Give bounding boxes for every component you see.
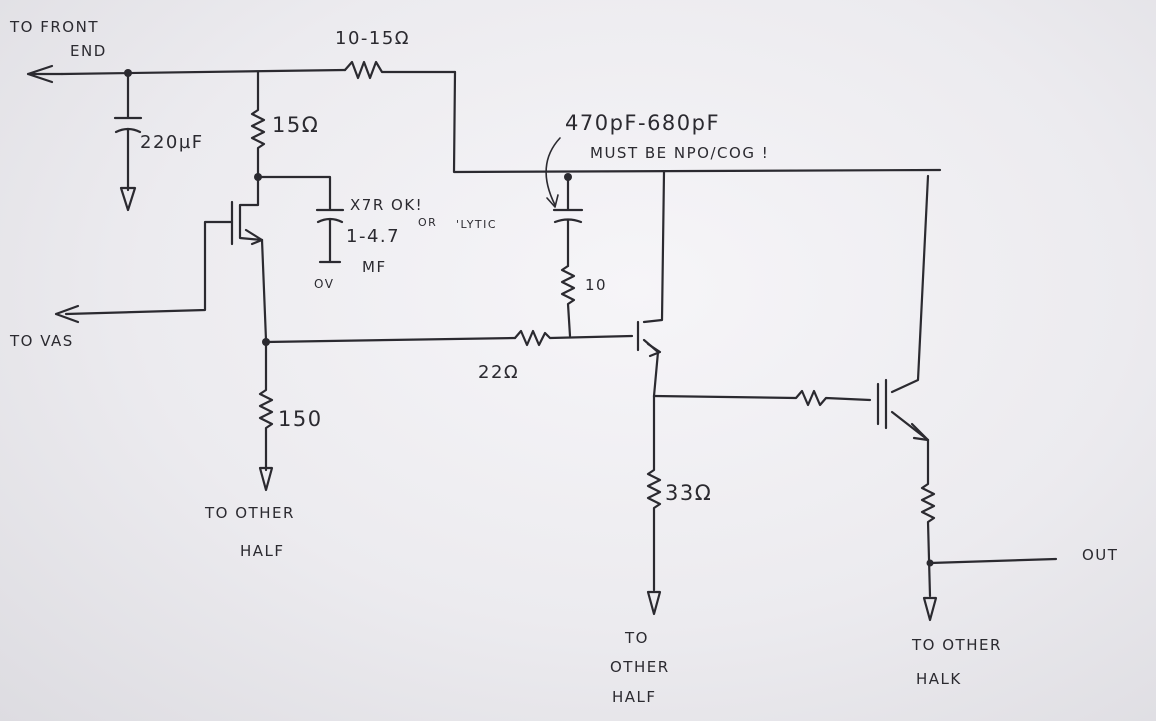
- label-out: OUT: [1082, 546, 1118, 564]
- label-r-150: 150: [278, 407, 323, 431]
- ground-arrow-220uf: [119, 186, 137, 212]
- label-to-front-end-2: END: [70, 42, 107, 60]
- transistor-q3: [876, 174, 930, 442]
- capacitor-1-4-7uf: [256, 175, 345, 264]
- label-lytic: 'LYTIC: [456, 218, 497, 231]
- resistor-15-ohm: [250, 70, 266, 178]
- capacitor-470-680pf: [552, 175, 584, 268]
- label-r-33: 33Ω: [665, 481, 712, 505]
- capacitor-220uf: [113, 71, 143, 192]
- output-wire: [928, 557, 1058, 565]
- note-arrow: [545, 137, 561, 208]
- label-r-10: 10: [585, 276, 607, 294]
- label-to-vas: TO VAS: [9, 332, 74, 350]
- to-vas-arrow: [54, 304, 80, 324]
- label-npo-cog: MUST BE NPO/COG !: [590, 144, 769, 162]
- label-to-other-half-mid-3: HALF: [612, 688, 657, 706]
- label-to-other-half-mid-2: OTHER: [610, 658, 670, 676]
- label-x7r-ok: X7R OK!: [350, 196, 423, 214]
- label-to-other-half-left-2: HALF: [240, 542, 285, 560]
- label-to-other-half-mid-1: TO: [624, 629, 649, 647]
- label-c-220uf: 220µF: [140, 132, 204, 153]
- label-c-470-680pf: 470pF-680pF: [565, 111, 720, 135]
- wire-q2-emitter-to-q3: [652, 389, 872, 407]
- label-c-1-4-7: 1-4.7: [346, 226, 400, 247]
- label-to-other-half-right-2: HALK: [916, 670, 962, 688]
- arrow-to-other-half-right: [922, 596, 938, 622]
- label-r-22: 22Ω: [478, 362, 519, 383]
- wire-to-22-ohm: [264, 336, 517, 344]
- top-rail-wire: [60, 68, 347, 76]
- transistor-q2: [636, 170, 666, 398]
- label-ov: OV: [314, 277, 334, 291]
- resistor-output: [920, 438, 936, 598]
- label-to-other-half-right-1: TO OTHER: [911, 636, 1002, 654]
- resistor-33-ohm: [646, 394, 662, 592]
- label-r-10-15: 10-15Ω: [335, 28, 410, 49]
- resistor-10-15-ohm: [343, 60, 457, 80]
- arrow-to-other-half-left: [258, 466, 274, 492]
- label-to-other-half-left-1: TO OTHER: [204, 504, 295, 522]
- resistor-10-ohm: [560, 264, 576, 338]
- top-right-drop-wire: [452, 70, 942, 174]
- arrow-to-other-half-mid: [646, 590, 662, 616]
- label-c-unit: MF: [362, 258, 387, 276]
- label-to-front-end-1: TO FRONT: [9, 18, 99, 36]
- transistor-q1: [64, 175, 268, 342]
- label-r-15: 15Ω: [272, 113, 319, 137]
- input-terminal-arrow: [26, 64, 64, 84]
- resistor-150-ohm: [258, 340, 274, 472]
- resistor-22-ohm: [513, 329, 634, 347]
- label-or: OR: [418, 216, 437, 229]
